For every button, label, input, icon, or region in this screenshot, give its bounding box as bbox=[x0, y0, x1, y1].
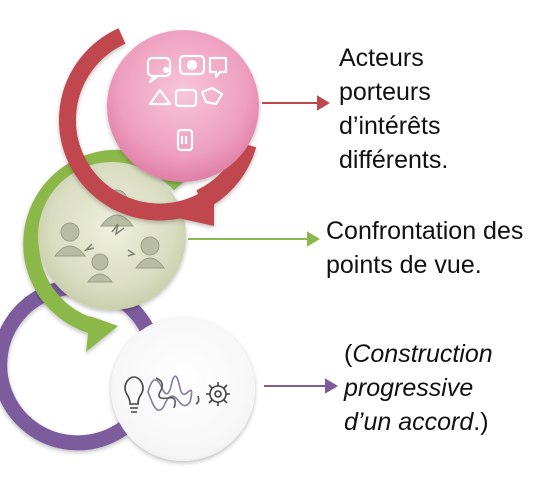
stage-2-disc bbox=[38, 162, 186, 310]
stage-2-label-line: Confrontation des bbox=[326, 217, 524, 245]
stage-3-label-line-2: progressive bbox=[344, 371, 544, 405]
connector-2 bbox=[188, 231, 320, 247]
lightbulb-tangle-gear-icon bbox=[124, 375, 230, 413]
open-paren: ( bbox=[344, 340, 353, 368]
stage-1-label-line: d’intérêts bbox=[339, 112, 441, 140]
stage-3-label-line-1: (Construction bbox=[344, 337, 544, 371]
stage-1-label-line: différents. bbox=[339, 146, 449, 174]
speech-bubbles-icon bbox=[146, 54, 228, 152]
connector-3 bbox=[264, 378, 338, 394]
stage-1-label-line: Acteurs bbox=[339, 44, 424, 72]
stage-1-label-line: porteurs bbox=[339, 78, 431, 106]
stage-3-label: (Construction progressive d’un accord.) bbox=[344, 337, 544, 439]
italic-text: Construction bbox=[352, 340, 493, 368]
stage-2-arrowhead bbox=[86, 316, 118, 352]
italic-text: progressive bbox=[344, 374, 474, 402]
stage-1-label: Acteurs porteurs d’intérêts différents. bbox=[339, 41, 539, 177]
connector-1 bbox=[262, 95, 330, 111]
close-paren: .) bbox=[473, 408, 489, 436]
stage-3-ring bbox=[0, 279, 255, 461]
stage-2-label: Confrontation des points de vue. bbox=[326, 214, 551, 282]
stage-2-label-line: points de vue. bbox=[326, 251, 482, 279]
stage-3-label-line-3: d’un accord.) bbox=[344, 405, 544, 439]
italic-text: d’un accord bbox=[344, 408, 474, 436]
stage-1-arrowhead bbox=[178, 180, 214, 226]
stage-3-disc bbox=[111, 317, 255, 461]
